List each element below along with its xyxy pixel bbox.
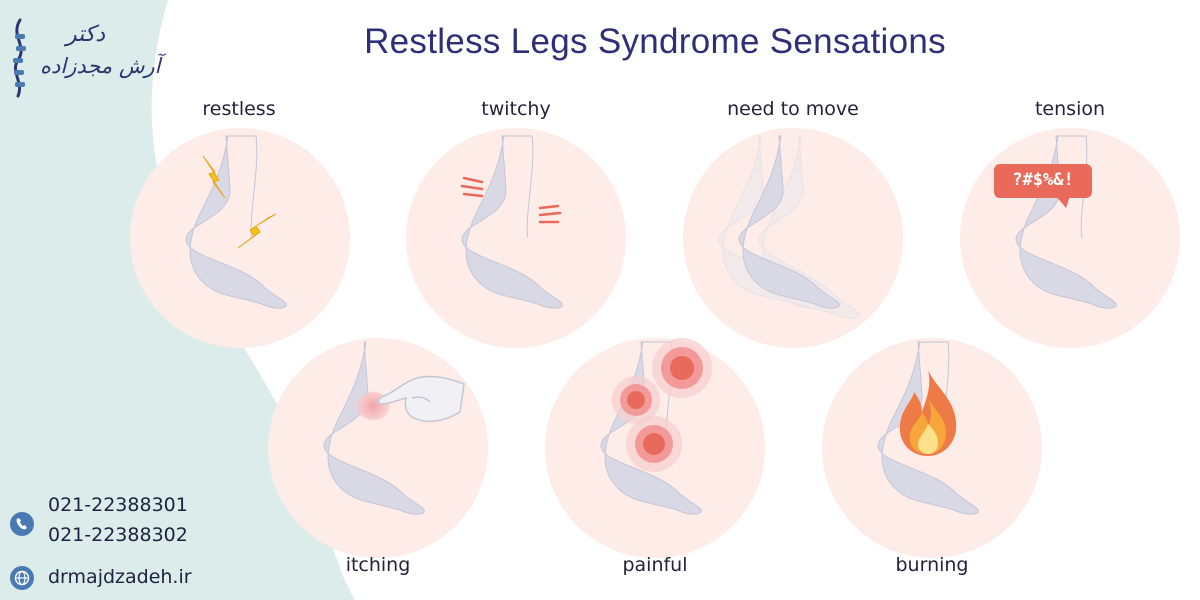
label-restless: restless [202, 98, 276, 120]
twitch-lines-icon [538, 204, 562, 224]
website-link[interactable]: drmajdzadeh.ir [48, 566, 192, 588]
lightning-icon [237, 213, 277, 249]
foot-tension [1015, 135, 1117, 309]
circle-restless [130, 128, 350, 348]
logo [6, 16, 156, 106]
label-itching: itching [345, 554, 411, 576]
flame-icon [899, 370, 957, 456]
label-need-to-move: need to move [727, 98, 859, 120]
pain-spot-icon [652, 338, 712, 398]
pain-spot-icon [626, 416, 682, 472]
lightning-icon [202, 155, 226, 199]
foot-need-to-move [738, 135, 840, 309]
label-burning: burning [895, 554, 969, 576]
label-twitchy: twitchy [481, 98, 551, 120]
globe-icon [10, 566, 34, 590]
phone-icon [10, 512, 34, 536]
speech-bubble-icon: ?#$%&! [994, 164, 1092, 208]
circle-need-to-move [683, 128, 903, 348]
page-title: Restless Legs Syndrome Sensations [364, 22, 946, 61]
foot-twitchy [461, 135, 563, 309]
twitch-lines-icon [460, 176, 484, 198]
foot-itching [323, 341, 425, 515]
logo-title: دکتر [66, 22, 106, 47]
spine-icon [13, 18, 26, 98]
pain-spot-icon [612, 376, 660, 424]
circle-twitchy [406, 128, 626, 348]
circle-itching [268, 338, 488, 558]
label-painful: painful [622, 554, 688, 576]
tension-bubble-text: ?#$%&! [1012, 170, 1074, 190]
logo-name: آرش مجدزاده [40, 54, 161, 78]
phone-number-1[interactable]: 021-22388301 [48, 494, 188, 516]
phone-number-2[interactable]: 021-22388302 [48, 524, 188, 546]
label-tension: tension [1034, 98, 1106, 120]
scratching-hand-icon [377, 375, 465, 423]
